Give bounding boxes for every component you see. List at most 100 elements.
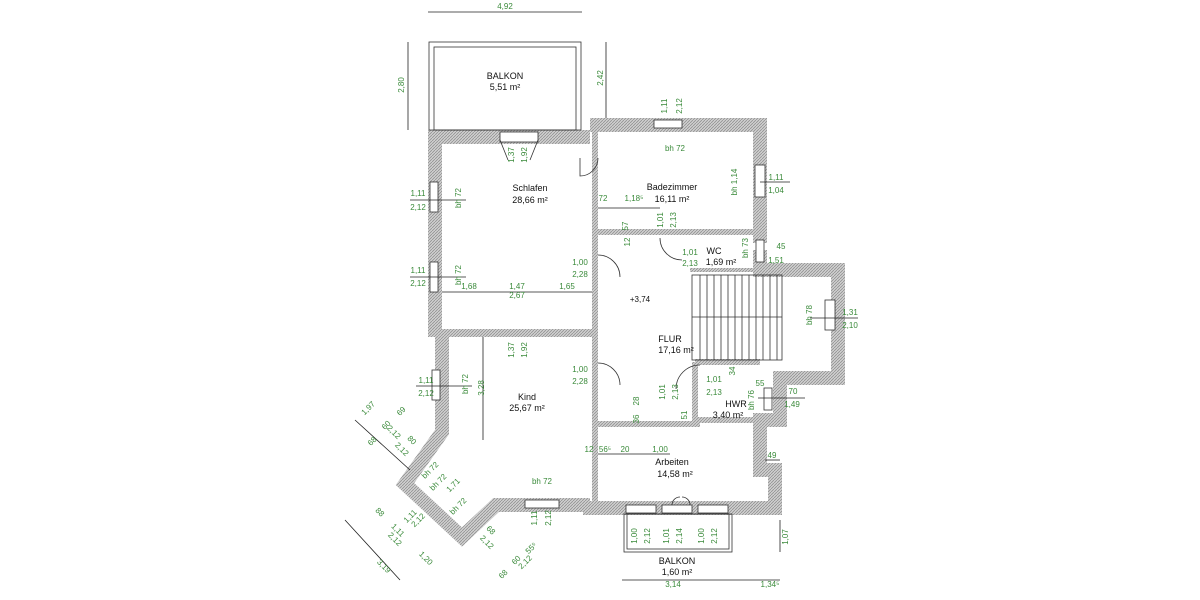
dim-label: 2,12	[517, 553, 535, 571]
dim-label: 2,12	[544, 510, 553, 526]
dim-label: 1,00	[572, 365, 588, 374]
dim-label: 12	[585, 445, 594, 454]
dim-label: 1,34⁵	[761, 580, 780, 589]
dim-label: 55⁵	[524, 541, 539, 556]
dim-label: 2,12	[478, 534, 496, 552]
dim-label: 2,12	[643, 528, 652, 544]
doors	[499, 139, 701, 506]
room-area-balkon-bottom: 1,60 m²	[662, 567, 693, 577]
dim-label: 1,01	[682, 248, 698, 257]
dim-label: 1,00	[652, 445, 668, 454]
dimension-lines	[344, 11, 858, 581]
dim-label: 69	[395, 405, 408, 418]
dim-label: 1,11	[411, 266, 427, 275]
room-area-arbeiten: 14,58 m²	[657, 469, 693, 479]
room-name-kind: Kind	[518, 392, 536, 402]
dim-label: 12	[623, 237, 632, 246]
dim-label: 1,00	[697, 528, 706, 544]
dim-label: 1,11	[419, 376, 435, 385]
dim-label: 2,12	[710, 528, 719, 544]
dim-label: 2,14	[675, 528, 684, 544]
dim-label: 2,12	[675, 98, 684, 114]
dim-label: 1,37	[507, 147, 516, 163]
room-area-kind: 25,67 m²	[509, 403, 545, 413]
dim-label: bh 78	[805, 304, 814, 325]
dim-label: 55	[756, 379, 765, 388]
room-name-arbeiten: Arbeiten	[655, 457, 689, 467]
dim-label: 2,42	[596, 70, 605, 86]
dim-label: 72	[599, 194, 608, 203]
dim-label: bh 72	[454, 264, 463, 285]
dim-label: 68	[497, 568, 510, 581]
room-name-balkon-top: BALKON	[487, 71, 524, 81]
dim-label: 1,01	[706, 375, 722, 384]
staircase	[691, 274, 783, 361]
dim-label: 2,12	[418, 389, 434, 398]
dim-label: 1,01	[658, 384, 667, 400]
dim-label: 2,12	[385, 424, 403, 442]
dim-label: 3,14	[665, 580, 681, 589]
dim-label: bh 72	[454, 187, 463, 208]
dim-label: 2,12	[410, 279, 426, 288]
dim-label: 2,13	[671, 384, 680, 400]
dim-label: 20	[621, 445, 630, 454]
room-name-balkon-bottom: BALKON	[659, 556, 696, 566]
room-area-schlafen: 28,66 m²	[512, 195, 548, 205]
dim-label: bh 73	[741, 237, 750, 258]
dim-label: 70	[789, 387, 798, 396]
dim-label: 3,19	[375, 558, 393, 576]
dim-label: bh 72	[665, 144, 686, 153]
dim-label: 28	[632, 396, 641, 405]
dim-label: 1,31	[842, 308, 858, 317]
level-marker: +3,74	[630, 295, 651, 304]
room-area-balkon-top: 5,51 m²	[490, 82, 521, 92]
room-area-flur: 17,16 m²	[658, 345, 694, 355]
dim-label: bh 72	[448, 496, 469, 517]
dim-label: 1,00	[572, 258, 588, 267]
room-area-wc: 1,69 m²	[706, 257, 737, 267]
dim-label: 3,28	[477, 380, 486, 396]
bay-dimension-labels: 1,97 69 60 68 2,12 80 2,12 bh 72 bh 72 1…	[360, 399, 539, 580]
dim-label: 2,13	[669, 212, 678, 228]
dimension-labels: 4,92 2,80 2,42 1,11 2,12 bh 72 1,37 1,92…	[397, 2, 858, 589]
dim-label: 88	[373, 506, 386, 519]
dim-label: bh 72	[532, 477, 553, 486]
dim-label: 2,67	[509, 291, 525, 300]
dim-label: 1,49	[784, 400, 800, 409]
dim-label: 2,13	[682, 259, 698, 268]
dim-label: 51	[680, 410, 689, 419]
dim-label: 1,51	[768, 256, 784, 265]
dim-label: 1,00	[630, 528, 639, 544]
dim-label: 1,65	[559, 282, 575, 291]
dim-label: 2,80	[397, 77, 406, 93]
dim-label: 1,11	[660, 98, 669, 114]
dim-label: bh 76	[747, 389, 756, 410]
room-name-wc: WC	[707, 246, 722, 256]
dim-label: 1,11	[530, 510, 539, 526]
dim-label: 2,28	[572, 377, 588, 386]
dim-label: bh 1,14	[730, 168, 739, 195]
dim-label: 1,47	[509, 282, 525, 291]
dim-label: 1,68	[461, 282, 477, 291]
room-name-badezimmer: Badezimmer	[647, 182, 698, 192]
dim-label: 1,11	[769, 173, 785, 182]
room-area-hwr: 3,40 m²	[713, 410, 744, 420]
dim-label: 80	[405, 434, 418, 447]
dim-label: 45	[777, 242, 786, 251]
dim-label: 1,92	[520, 342, 529, 358]
dim-label: 1,20	[417, 550, 435, 568]
dim-label: 1,18⁵	[625, 194, 644, 203]
dim-label: 36	[632, 414, 641, 423]
dim-label: 57	[621, 221, 630, 230]
dim-label: bh 72	[461, 373, 470, 394]
dim-label: 2,12	[410, 203, 426, 212]
room-area-badezimmer: 16,11 m²	[655, 194, 690, 204]
dim-label: 4,92	[497, 2, 513, 11]
dim-label: 56⁵	[599, 445, 611, 454]
dim-label: 1,97	[360, 399, 378, 417]
dim-label: 1,01	[662, 528, 671, 544]
dim-label: 1,01	[656, 212, 665, 228]
dim-label: 1,11	[411, 189, 427, 198]
dim-label: 1,04	[768, 186, 784, 195]
